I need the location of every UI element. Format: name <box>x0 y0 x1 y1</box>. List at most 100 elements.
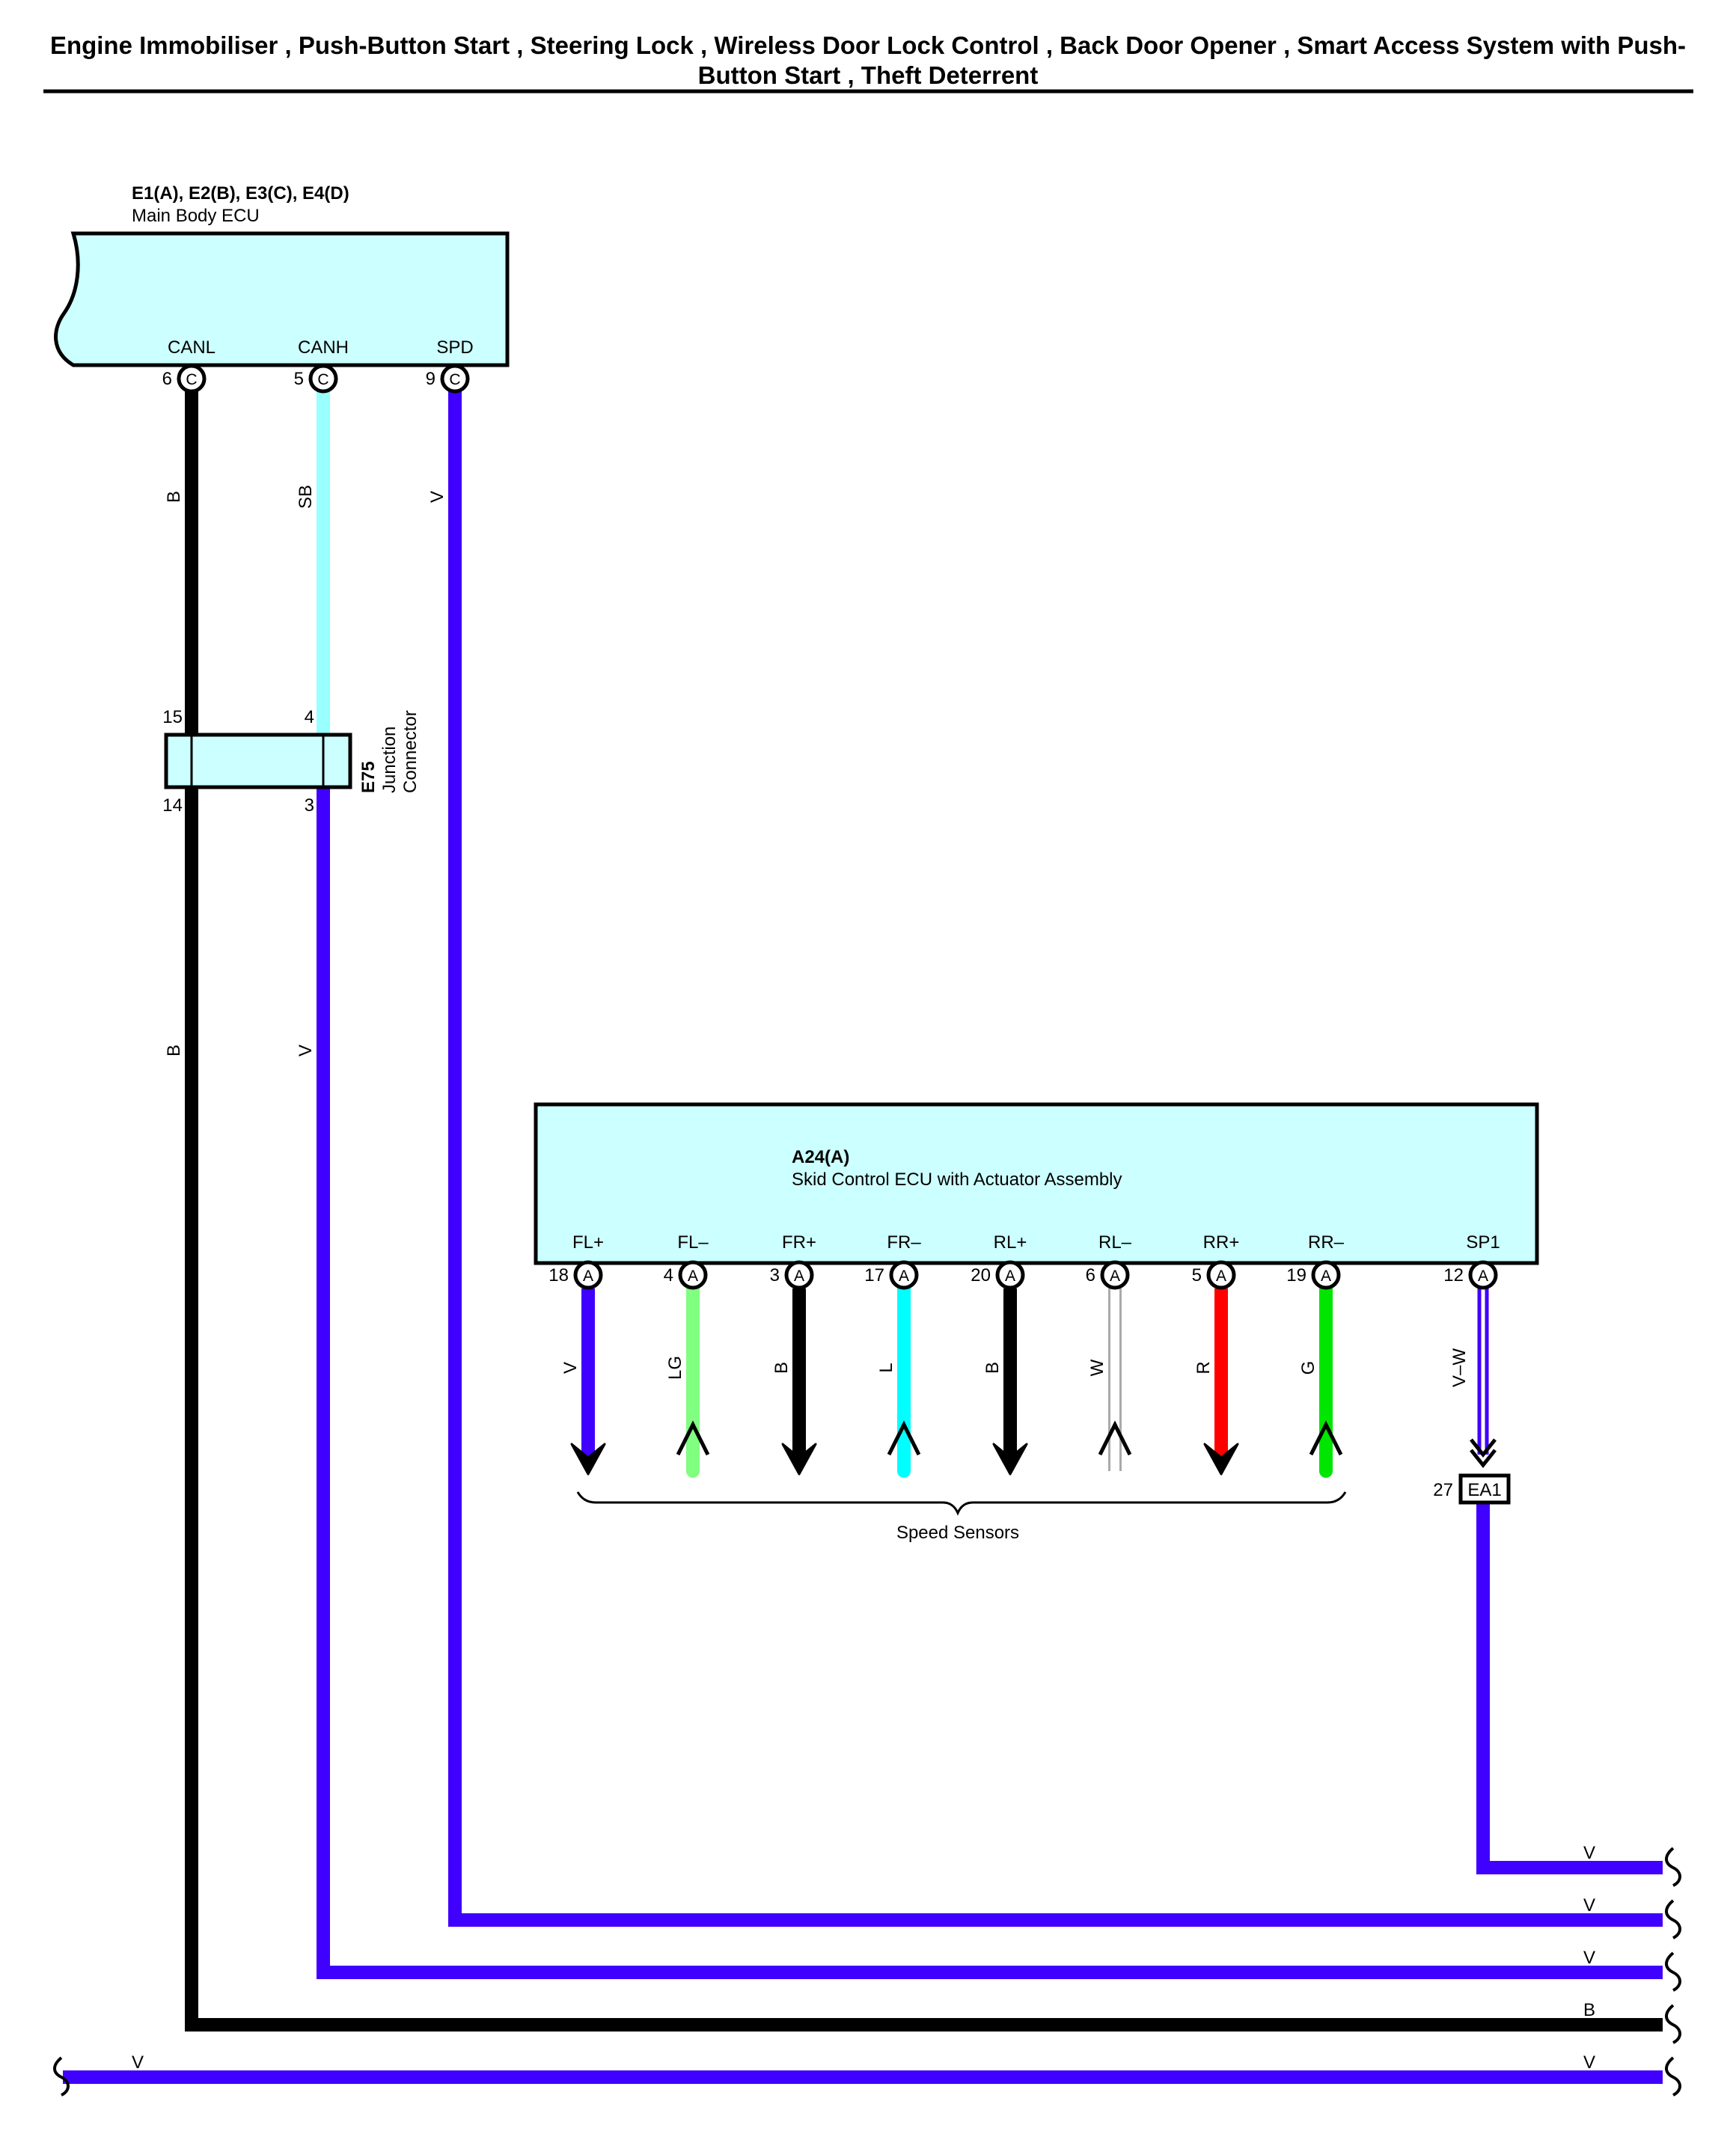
pin-label-rlm: RL– <box>1098 1232 1132 1253</box>
ea1-connector-pin: 27 <box>1433 1480 1453 1500</box>
wire-label-flm: LG <box>665 1356 685 1380</box>
pin-conn-spd: C <box>449 371 460 388</box>
wire-spd <box>448 389 1663 1927</box>
pin-num-rlm: 6 <box>1086 1265 1095 1285</box>
wire-sp1-lower <box>1476 1502 1663 1874</box>
diagram-title-line2: Button Start , Theft Deterrent <box>698 61 1039 89</box>
pin-label-rlp: RL+ <box>994 1232 1027 1253</box>
pin-connector-rlp <box>995 1260 1025 1290</box>
pin-num-rlp: 20 <box>971 1265 991 1285</box>
wire-label-rlm: W <box>1087 1359 1107 1376</box>
pin-num-canl: 6 <box>162 369 172 389</box>
skid-control-ecu-box <box>534 1102 1539 1265</box>
junction-connector-name-2: Connector <box>400 710 421 793</box>
wire-label-flp: V <box>560 1362 581 1374</box>
break-mark-sp1 <box>1665 1847 1681 1887</box>
wire-label-right-canh: V <box>1583 1948 1595 1968</box>
break-mark-bottom-right <box>1665 2056 1681 2097</box>
pin-num-flm: 4 <box>664 1265 673 1285</box>
arrow-rrp <box>1203 1443 1239 1476</box>
wire-label-spd: V <box>427 491 447 503</box>
pin-connector-spd: C <box>440 364 470 394</box>
junction-pin-3: 3 <box>305 795 314 816</box>
pin-connector-rrm <box>1311 1260 1341 1290</box>
pin-conn-rrm: A <box>1321 1268 1331 1285</box>
wire-label-rrm: G <box>1298 1361 1318 1375</box>
break-mark-canh <box>1665 1951 1681 1992</box>
wire-label-bottom-right: V <box>1583 2052 1595 2073</box>
wire-canl-lower <box>185 786 1663 2032</box>
pin-connector-flp <box>573 1260 603 1290</box>
pin-connector-canh: C <box>308 364 338 394</box>
pin-conn-flp: A <box>583 1268 593 1285</box>
ea1-connector-label: EA1 <box>1467 1480 1501 1500</box>
wire-label-canh-lower: V <box>296 1045 316 1057</box>
pin-label-rrp: RR+ <box>1203 1232 1240 1253</box>
wire-canh-lower <box>317 786 1663 1979</box>
junction-connector-box <box>164 733 352 789</box>
wire-label-rlp: B <box>982 1362 1003 1374</box>
pin-conn-sp1: A <box>1478 1268 1488 1285</box>
diagram-title-line1: Engine Immobiliser , Push-Button Start ,… <box>50 31 1686 59</box>
arrow-flp <box>570 1443 606 1476</box>
wire-label-right-sp1: V <box>1583 1843 1595 1863</box>
main-body-ecu-box <box>54 231 510 367</box>
pin-num-flp: 18 <box>548 1265 569 1285</box>
pin-conn-frp: A <box>794 1268 804 1285</box>
pin-label-rrm: RR– <box>1308 1232 1345 1253</box>
arrow-sp1-1 <box>1470 1438 1497 1458</box>
arrow-frp <box>781 1443 817 1476</box>
wire-label-rrp: R <box>1194 1361 1214 1374</box>
arrow-frm <box>887 1420 921 1456</box>
break-mark-bottom-left <box>53 2056 70 2097</box>
junction-connector-code: E75 <box>358 761 379 793</box>
main-body-ecu-name: Main Body ECU <box>132 206 260 226</box>
arrow-rlp <box>992 1443 1028 1476</box>
wire-label-canh-upper: SB <box>296 485 316 509</box>
pin-connector-canl: C <box>177 364 207 394</box>
speed-sensors-brace <box>576 1491 1347 1516</box>
pin-connector-rrp <box>1206 1260 1236 1290</box>
skid-ecu-name: Skid Control ECU with Actuator Assembly <box>792 1170 1122 1190</box>
wire-label-canl-lower: B <box>164 1045 184 1057</box>
arrow-rlm <box>1098 1420 1132 1456</box>
pin-label-canl: CANL <box>168 337 216 358</box>
speed-sensors-label: Speed Sensors <box>896 1523 1019 1543</box>
pin-label-spd: SPD <box>436 337 473 358</box>
pin-label-canh: CANH <box>298 337 349 358</box>
continuation-breaks-right <box>1665 1847 1681 2097</box>
pin-conn-rlp: A <box>1005 1268 1015 1285</box>
wire-label-frm: L <box>876 1363 896 1372</box>
pin-conn-flm: A <box>688 1268 698 1285</box>
pin-num-frm: 17 <box>864 1265 884 1285</box>
wire-label-right-spd: V <box>1583 1895 1595 1916</box>
pin-num-rrm: 19 <box>1286 1265 1306 1285</box>
pin-num-rrp: 5 <box>1192 1265 1202 1285</box>
pin-num-sp1: 12 <box>1443 1265 1464 1285</box>
junction-connector-name-1: Junction <box>379 727 400 793</box>
pin-conn-canh: C <box>317 371 328 388</box>
pin-label-sp1: SP1 <box>1466 1232 1500 1253</box>
skid-ecu-pins: FL+A18VFL–A4LGFR+A3BFR–A17LRL+A20BRL–A6W… <box>548 1232 1500 1478</box>
pin-connector-flm <box>678 1260 708 1290</box>
arrow-sp1-2 <box>1470 1449 1497 1469</box>
junction-pin-15: 15 <box>162 707 183 727</box>
pin-conn-rrp: A <box>1216 1268 1226 1285</box>
break-mark-spd <box>1665 1899 1681 1939</box>
pin-conn-frm: A <box>899 1268 909 1285</box>
pin-label-frm: FR– <box>887 1232 921 1253</box>
main-body-ecu-code: E1(A), E2(B), E3(C), E4(D) <box>132 183 349 204</box>
pin-connector-rlm <box>1100 1260 1130 1290</box>
pin-num-spd: 9 <box>426 369 435 389</box>
arrow-flm <box>676 1420 710 1456</box>
skid-ecu-code: A24(A) <box>792 1147 849 1167</box>
pin-connector-frm <box>889 1260 919 1290</box>
pin-conn-rlm: A <box>1110 1268 1120 1285</box>
junction-pin-14: 14 <box>162 795 183 816</box>
wire-label-frp: B <box>771 1362 792 1374</box>
wire-label-bottom-left: V <box>132 2052 144 2073</box>
pin-connector-sp1 <box>1468 1260 1498 1290</box>
wire-label-canl-upper: B <box>164 491 184 503</box>
pin-label-frp: FR+ <box>782 1232 816 1253</box>
pin-num-canh: 5 <box>294 369 304 389</box>
